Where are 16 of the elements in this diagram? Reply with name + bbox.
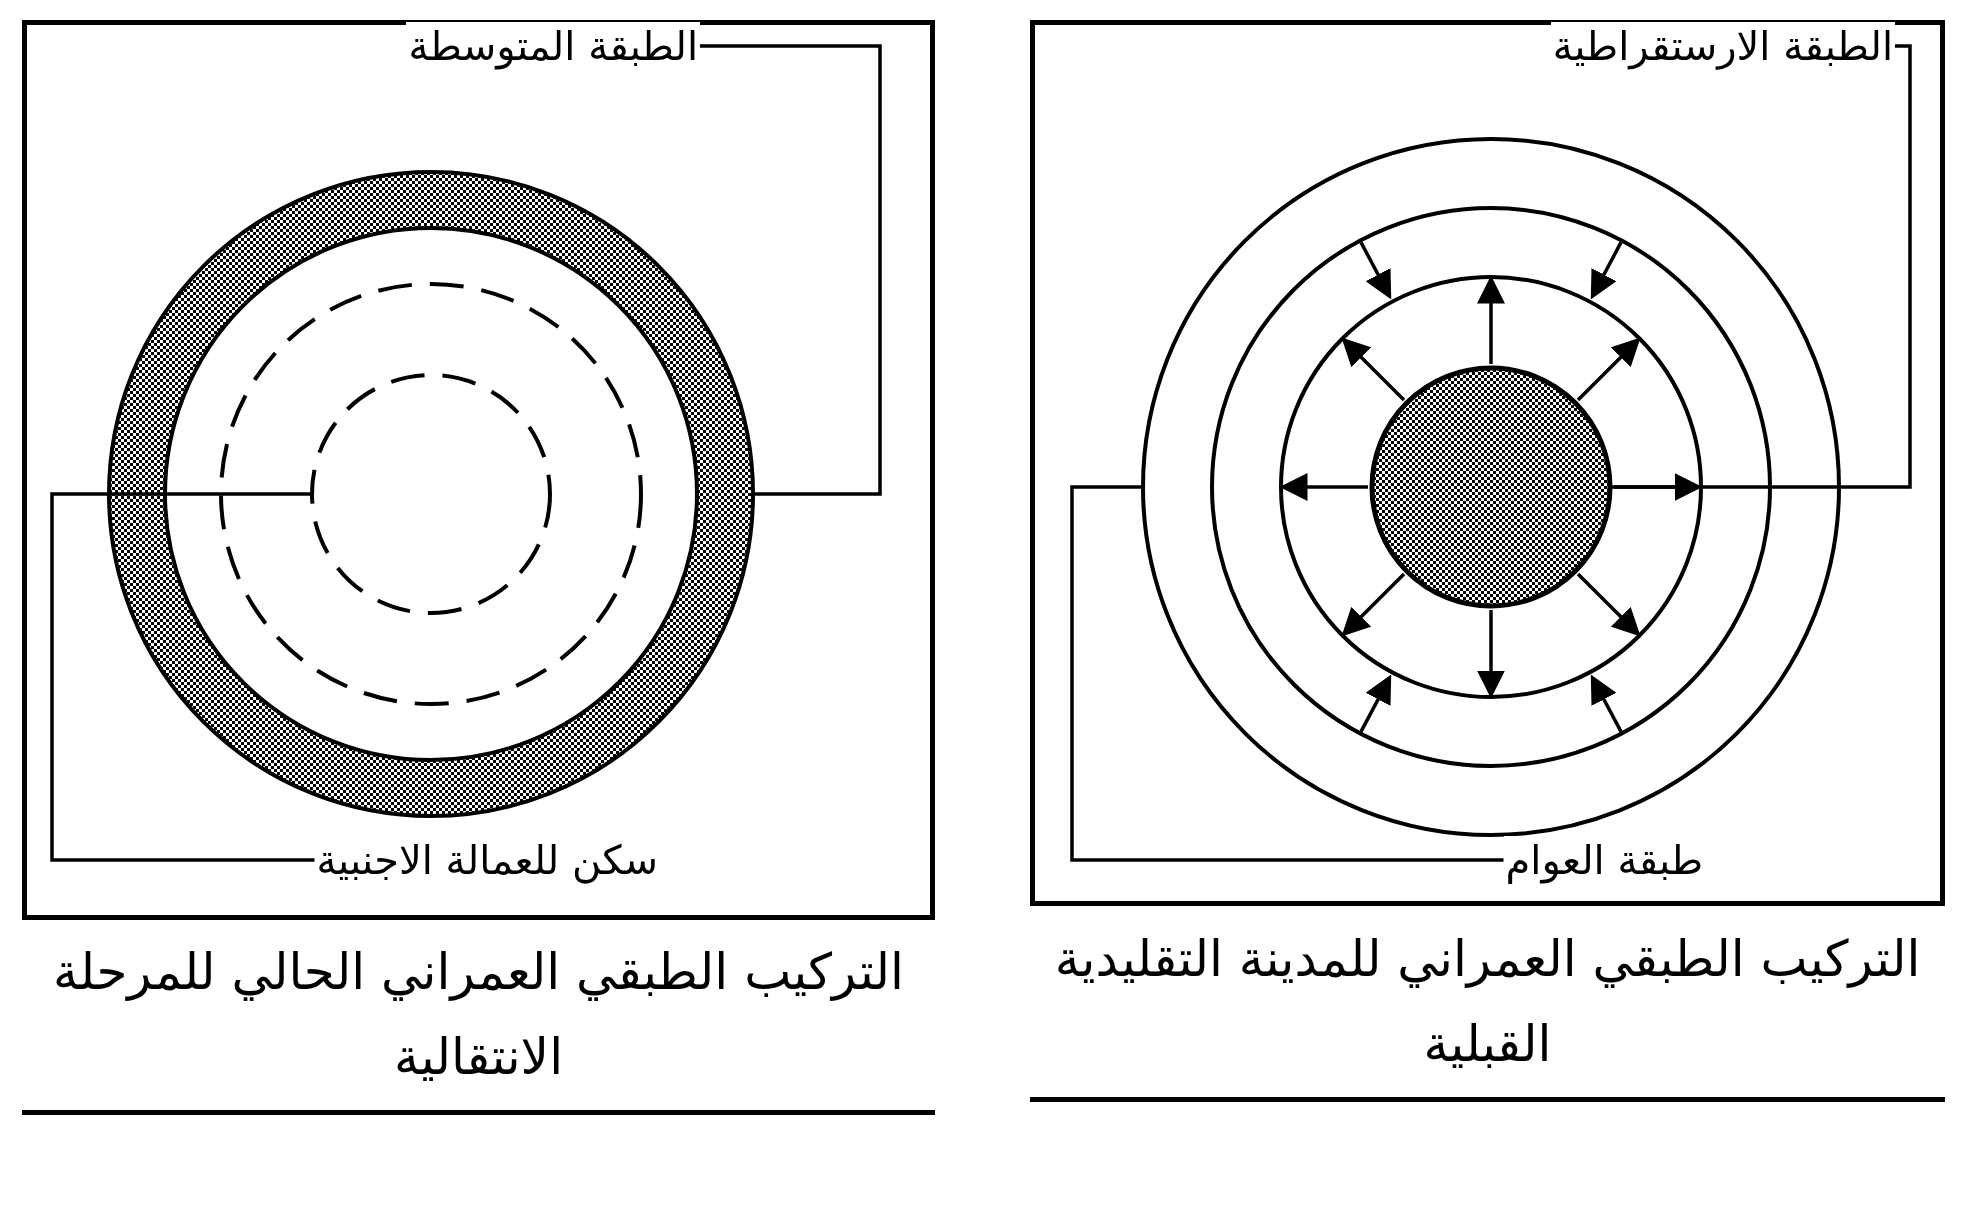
- panel-caption: التركيب الطبقي العمراني الحالي للمرحلة الانتقالية: [52, 942, 905, 1088]
- arrow: [1359, 241, 1392, 300]
- arrow: [1359, 674, 1392, 733]
- arrow: [1341, 337, 1406, 402]
- arrow: [1590, 674, 1623, 733]
- arrow: [1590, 241, 1623, 300]
- leader-line: [700, 44, 882, 496]
- arrow: [1576, 572, 1641, 637]
- class-label: الطبقة الارستقراطية: [1550, 22, 1895, 70]
- leader-line: [50, 492, 315, 862]
- arrow: [1576, 337, 1641, 402]
- leader-line: [1070, 485, 1504, 862]
- class-label: الطبقة المتوسطة: [406, 22, 700, 70]
- panel-caption: التركيب الطبقي العمراني للمدينة التقليدية القبلية: [1053, 929, 1922, 1075]
- leader-line: [1612, 44, 1912, 489]
- arrow: [1341, 572, 1406, 637]
